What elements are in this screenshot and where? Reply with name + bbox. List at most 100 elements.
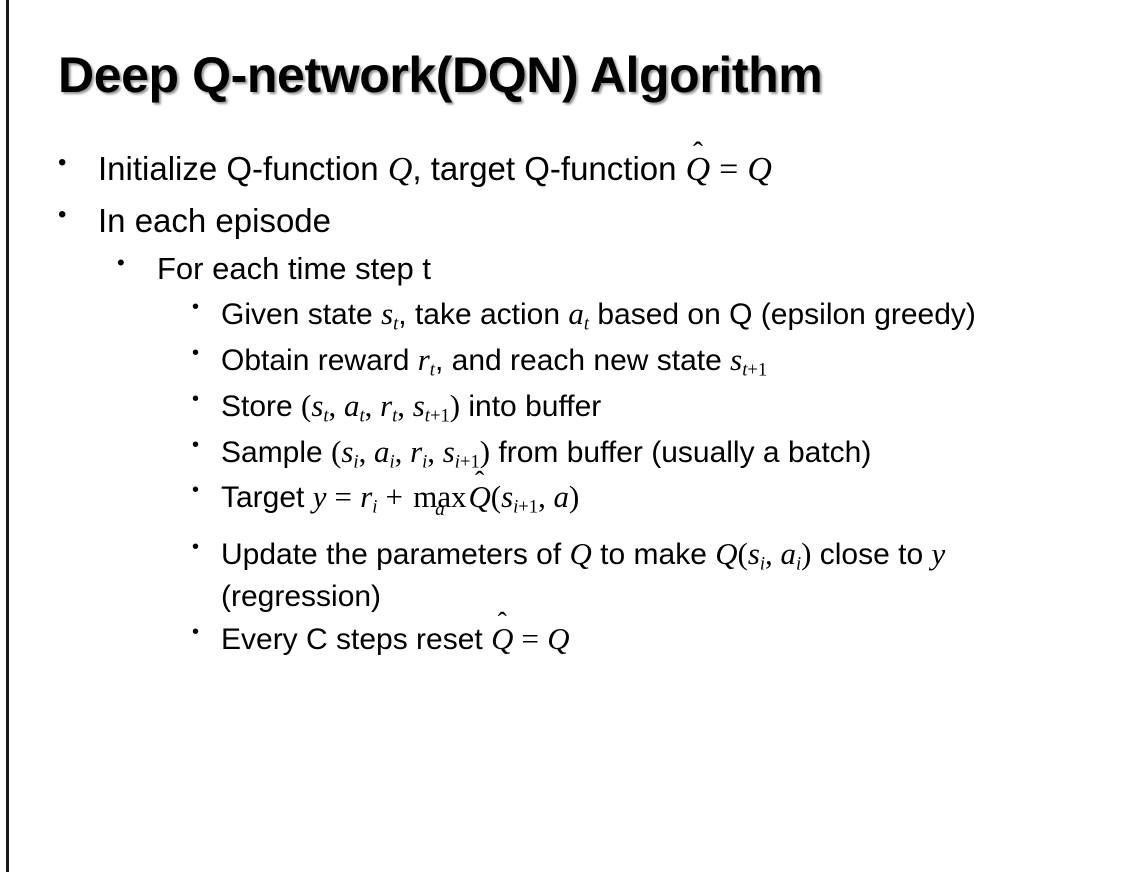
math-var-a: a (374, 433, 390, 469)
text-run: Update the parameters of (221, 538, 570, 572)
bullet-for-each-time-step-text: For each time step t (157, 251, 431, 287)
math-comma: , (364, 387, 381, 423)
math-close-paren: ) (449, 387, 461, 423)
math-var-q2: Q (747, 151, 772, 188)
math-var-r: r (410, 433, 423, 469)
math-var-s: s (501, 479, 514, 515)
math-comma: , (358, 433, 375, 469)
math-sub-i-plus-1: i+1 (454, 451, 480, 473)
math-sub-i: i (353, 451, 359, 473)
math-var-a: a (780, 536, 796, 572)
bullet-marker: • (192, 433, 200, 456)
math-sub-i: i (372, 497, 378, 519)
math-var-s: s (442, 433, 455, 469)
math-var-q: Q (547, 620, 570, 656)
math-var-r: r (380, 387, 393, 423)
bullet-marker: • (117, 250, 125, 276)
math-sub-t: t (429, 359, 435, 381)
text-run: , and reach new state (434, 344, 731, 378)
math-var-a: a (568, 296, 584, 332)
bullet-marker: • (192, 342, 200, 365)
bullet-marker: • (192, 620, 200, 643)
page-title: Deep Q-network(DQN) Algorithm (58, 47, 823, 103)
math-var-s: s (341, 433, 354, 469)
bullet-store-transition: • Store (st, at, rt, st+1) into buffer (58, 386, 1108, 429)
bullet-for-each-time-step: • For each time step t (58, 249, 1108, 288)
hat-base: Q (468, 479, 491, 515)
math-comma: , (328, 387, 344, 423)
math-close-paren: ) (479, 433, 491, 469)
math-sub-i: i (759, 553, 766, 575)
bullet-obtain-reward-text: Obtain reward rt, and reach new state st… (221, 340, 1108, 383)
text-run: Sample (221, 435, 332, 469)
math-comma: , (765, 536, 781, 572)
text-run: Initialize Q-function (98, 150, 388, 187)
math-var-s: s (311, 387, 324, 423)
math-open-paren: ( (301, 387, 312, 423)
bullet-marker: • (192, 387, 200, 410)
math-var-s: s (730, 342, 743, 378)
bullet-marker: • (58, 149, 67, 176)
left-edge-rule (6, 0, 9, 872)
bullet-reset-target-text: Every C steps reset ̂Q = Q (221, 619, 1108, 659)
text-run: into buffer (460, 389, 602, 423)
text-run: Store (221, 389, 302, 423)
math-comma: , (394, 433, 411, 469)
math-q-hat: ̂Q (468, 477, 490, 517)
bullet-given-state-text: Given state st, take action at based on … (221, 294, 1108, 337)
hat-base: Q (685, 151, 711, 188)
bullet-marker: • (192, 479, 200, 502)
math-sub-i: i (795, 553, 802, 575)
math-var-a: a (344, 387, 360, 423)
math-var-y: y (931, 536, 946, 572)
text-run: from buffer (usually a batch) (490, 435, 872, 469)
math-sub-t: t (323, 405, 329, 427)
text-run: Every C steps reset (221, 622, 492, 656)
math-var-s: s (747, 536, 760, 572)
math-sub-i-plus-1: i+1 (513, 497, 539, 519)
bullet-update-parameters: • Update the parameters of Q to make Q(s… (58, 534, 1108, 616)
bullet-sample-batch-text: Sample (si, ai, ri, si+1) from buffer (u… (221, 432, 1108, 475)
hat-base: Q (491, 620, 514, 656)
text-run: (regression) (221, 579, 382, 613)
math-equals: = (719, 151, 739, 188)
bullet-initialize-text: Initialize Q-function Q, target Q-functi… (98, 148, 1108, 192)
math-var-s: s (412, 387, 425, 423)
text-run: , take action (398, 298, 569, 332)
bullet-target-y: • Target y = ri + maxâQ(si+1, a) (58, 477, 1108, 520)
math-var-y: y (312, 479, 327, 515)
math-close-paren: ) (801, 536, 812, 572)
math-comma: , (538, 479, 554, 515)
math-sub-t: t (359, 405, 365, 427)
math-sub-i: i (389, 451, 395, 473)
bullet-obtain-reward: • Obtain reward rt, and reach new state … (58, 340, 1108, 383)
math-sub-t: t (583, 314, 590, 336)
math-equals: = (334, 479, 353, 515)
math-close-paren: ) (569, 479, 580, 515)
math-open-paren: ( (490, 479, 502, 515)
bullet-in-each-episode-text: In each episode (98, 201, 332, 239)
math-comma: , (397, 387, 413, 423)
bullet-in-each-episode: • In each episode (58, 200, 1108, 242)
text-run: to make (591, 538, 716, 572)
bullet-marker: • (58, 200, 67, 228)
bullet-initialize: • Initialize Q-function Q, target Q-func… (58, 148, 1108, 192)
text-run: , target Q-function (412, 150, 686, 187)
max-label: max (413, 479, 467, 515)
bullet-marker: • (192, 296, 200, 319)
math-open-paren: ( (331, 433, 342, 469)
bullet-marker: • (192, 536, 200, 559)
math-q-hat: ̂Q (686, 149, 711, 192)
math-var-r: r (360, 479, 373, 515)
bullet-target-y-text: Target y = ri + maxâQ(si+1, a) (221, 477, 1108, 520)
bullet-store-transition-text: Store (st, at, rt, st+1) into buffer (221, 386, 1108, 429)
math-var-r: r (417, 342, 430, 378)
text-run: close to (811, 538, 932, 572)
math-var-q: Q (387, 151, 413, 188)
bullet-update-parameters-text: Update the parameters of Q to make Q(si,… (221, 534, 1108, 616)
text-run: Target (221, 481, 313, 515)
math-open-paren: ( (737, 536, 748, 572)
math-equals: = (521, 620, 540, 656)
